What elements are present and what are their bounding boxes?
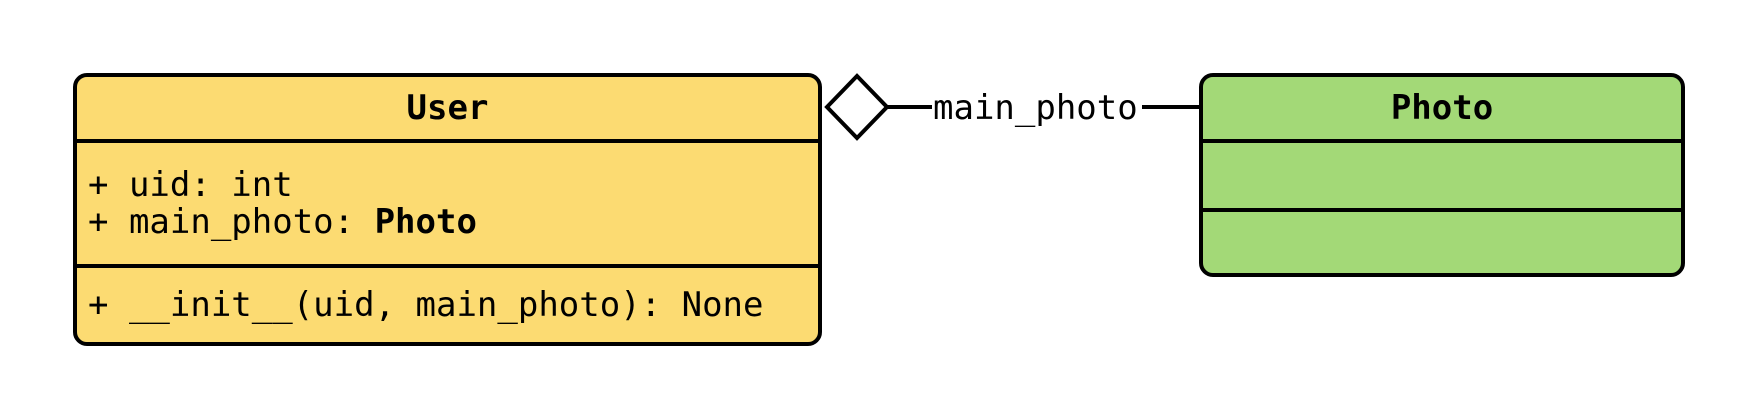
class-photo-attributes-compartment [1203,139,1681,208]
class-user-methods-compartment: + __init__(uid, main_photo): None [77,264,818,342]
class-box-photo: Photo [1199,73,1685,277]
class-title-user: User [406,88,489,128]
aggregation-diamond-icon [824,73,890,141]
attribute-row: + main_photo: Photo [88,201,818,242]
class-title-photo: Photo [1390,88,1494,128]
attribute-text: + main_photo: [88,201,375,242]
attribute-row: + uid: int [88,164,818,205]
class-box-user: User + uid: int + main_photo: Photo + __… [73,73,822,346]
method-row: + __init__(uid, main_photo): None [88,284,818,325]
class-user-attributes-compartment: + uid: int + main_photo: Photo [77,139,818,264]
attribute-type-bold: Photo [374,201,477,242]
class-photo-methods-compartment [1203,208,1681,273]
attribute-text: + uid: int [88,164,293,205]
method-text: + __init__(uid, main_photo): None [88,284,764,325]
aggregation-connector: main_photo [824,73,1202,141]
connector-label: main_photo [933,88,1138,128]
